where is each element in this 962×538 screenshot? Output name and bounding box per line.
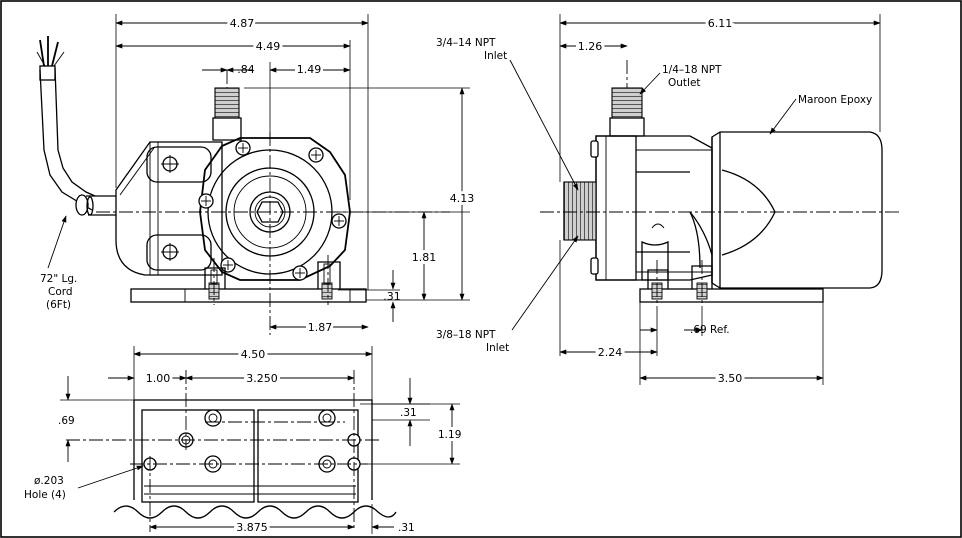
head-screw — [292, 265, 308, 281]
inlet-fitting-side — [563, 181, 597, 241]
dim-center-height: 1.81 — [412, 251, 437, 264]
dim-inlet-to-mount: 2.24 — [598, 346, 623, 359]
epoxy-motor-body — [711, 131, 883, 289]
dim-outlet-to-center: 1.49 — [297, 63, 322, 76]
inlet-top-callout-line1: 3/4–14 NPT — [436, 37, 496, 49]
dim-hole-row-spacing: 1.19 — [438, 429, 461, 441]
dim-body-length: 4.49 — [256, 40, 281, 53]
mounting-hole — [318, 409, 336, 427]
dim-center-to-mount: 1.87 — [308, 321, 333, 334]
head-screw — [220, 257, 236, 273]
dim-mount-spacing-ref: .69 Ref. — [690, 324, 730, 336]
outlet-fitting-side — [609, 87, 645, 137]
mounting-hole — [204, 409, 222, 427]
power-cord — [36, 36, 116, 216]
dim-side-outlet-offset: 1.26 — [578, 40, 603, 53]
side-mounting-base — [639, 288, 824, 303]
pump-head-side — [595, 135, 713, 281]
dim-hole-spacing-bottom: 3.875 — [236, 521, 268, 534]
dim-base-width: 4.50 — [241, 348, 266, 361]
head-screw — [331, 213, 347, 229]
inlet-bottom-callout-line1: 3/8–18 NPT — [436, 329, 496, 341]
dim-base-thickness: .31 — [383, 290, 401, 303]
dim-hole-offset: 1.00 — [146, 372, 171, 385]
cord-callout-line1: 72" Lg. — [40, 273, 77, 285]
base-plan-view: 4.50 1.00 3.250 .31 .69 1.19 3.875 .31 ø… — [24, 345, 464, 537]
dim-edge-margin-bottom: .31 — [398, 522, 415, 534]
dim-outlet-offset: .84 — [237, 63, 255, 76]
cord-callout-line2: Cord — [48, 286, 73, 298]
hole-callout-line2: Hole (4) — [24, 489, 66, 501]
cord-callout-line3: (6Ft) — [46, 299, 71, 311]
hole-callout-line1: ø.203 — [34, 475, 64, 487]
outlet-fitting — [212, 87, 242, 141]
head-screw — [198, 193, 214, 209]
epoxy-callout: Maroon Epoxy — [798, 94, 872, 106]
dim-overall-height: 4.13 — [450, 192, 475, 205]
outlet-callout-line2: Outlet — [668, 77, 701, 89]
front-view: 4.87 4.49 .84 1.49 4.13 1.81 .31 1.87 72… — [36, 14, 477, 337]
head-screw — [235, 140, 251, 156]
inlet-top-callout-line2: Inlet — [484, 50, 507, 62]
side-view: 6.11 1.26 2.24 .69 Ref. 3.50 3/4–14 NPT … — [436, 14, 900, 388]
dim-overall-length: 4.87 — [230, 17, 255, 30]
head-screw — [308, 147, 324, 163]
dim-hole-spacing-long: 3.250 — [246, 372, 278, 385]
base-plan-outline — [133, 399, 373, 500]
motor-housing — [115, 141, 223, 276]
dim-slot-margin: .31 — [400, 407, 417, 419]
dim-side-base-length: 3.50 — [718, 372, 743, 385]
dim-side-overall-length: 6.11 — [708, 17, 733, 30]
mounting-base — [130, 261, 367, 303]
inlet-bottom-callout-line2: Inlet — [486, 342, 509, 354]
dim-hole-row-offset: .69 — [58, 415, 75, 427]
outlet-callout-line1: 1/4–18 NPT — [662, 64, 722, 76]
